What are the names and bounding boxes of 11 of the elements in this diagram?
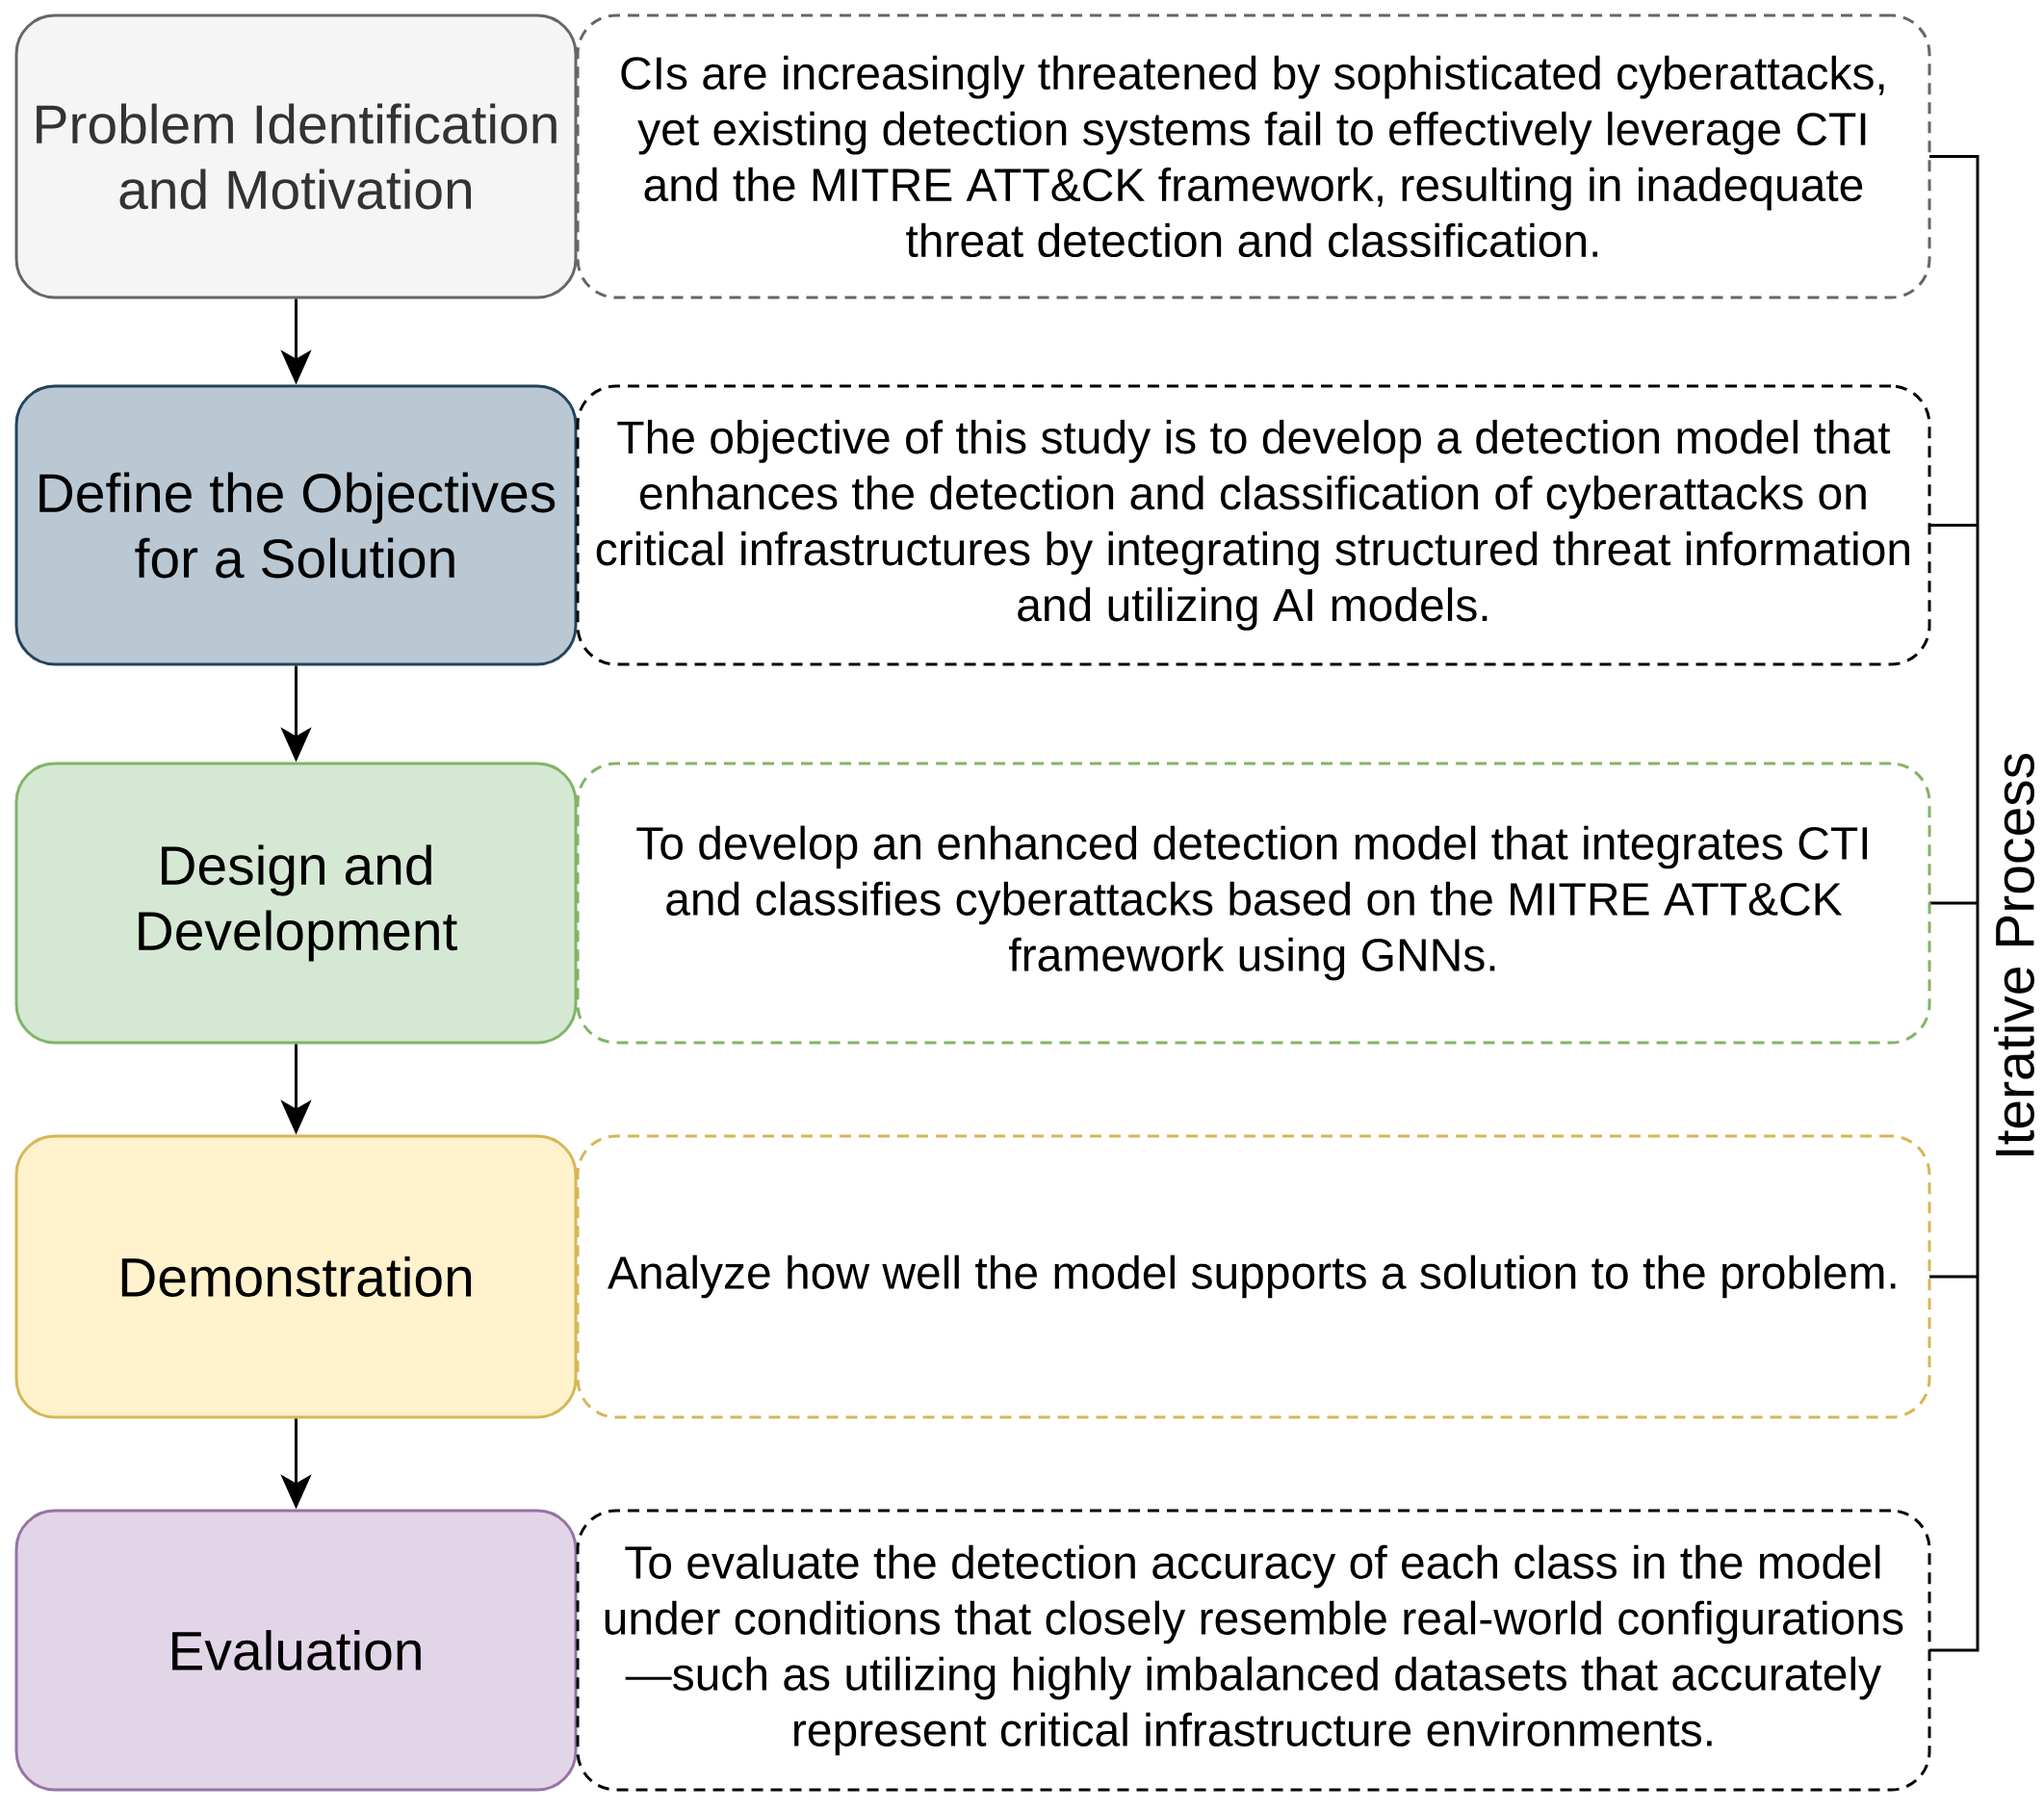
description-box: Analyze how well the model supports a solution to the problem. <box>576 1134 1931 1419</box>
description-box: The objective of this study is to develop a detection model that enhances the detection and classification of cyberattacks on critical infrastructures by integrating structured threat information and utilizing AI models. <box>576 384 1931 666</box>
step-box: Evaluation <box>14 1509 578 1792</box>
step-box: Problem Identification and Motivation <box>14 13 578 299</box>
description-box: To evaluate the detection accuracy of each class in the model under conditions that closely resemble real-world configurations —such as utilizing highly imbalanced datasets that accurately represent critical infrastructure environments. <box>576 1509 1931 1792</box>
description-box: To develop an enhanced detection model that integrates CTI and classifies cyberattacks based on the MITRE ATT&CK framework using GNNs. <box>576 762 1931 1045</box>
step-box: Define the Objectives for a Solution <box>14 384 578 666</box>
description-box: CIs are increasingly threatened by sophisticated cyberattacks, yet existing detection systems fail to effectively leverage CTI and the MITRE ATT&CK framework, resulting in inadequate threat detection and classification. <box>576 13 1931 299</box>
step-box: Demonstration <box>14 1134 578 1419</box>
step-box: Design and Development <box>14 762 578 1045</box>
side-label: Iterative Process <box>1994 753 2034 1155</box>
